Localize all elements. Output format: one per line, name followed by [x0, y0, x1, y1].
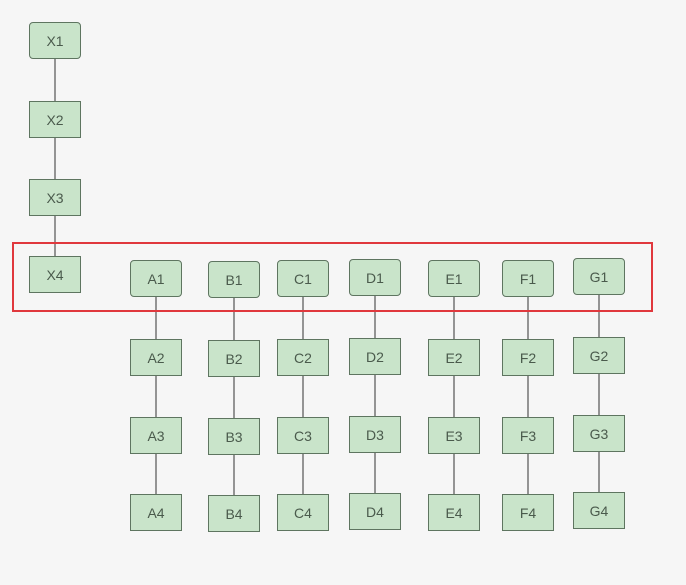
- node-g2: G2: [573, 337, 625, 374]
- node-e3: E3: [428, 417, 480, 454]
- node-b3: B3: [208, 418, 260, 455]
- node-d1: D1: [349, 259, 401, 296]
- node-e1: E1: [428, 260, 480, 297]
- node-a3: A3: [130, 417, 182, 454]
- node-b2: B2: [208, 340, 260, 377]
- node-a2: A2: [130, 339, 182, 376]
- node-f2: F2: [502, 339, 554, 376]
- node-d4: D4: [349, 493, 401, 530]
- node-b1: B1: [208, 261, 260, 298]
- node-c1: C1: [277, 260, 329, 297]
- node-g1: G1: [573, 258, 625, 295]
- node-x1: X1: [29, 22, 81, 59]
- node-g4: G4: [573, 492, 625, 529]
- node-f4: F4: [502, 494, 554, 531]
- node-a1: A1: [130, 260, 182, 297]
- node-g3: G3: [573, 415, 625, 452]
- node-b4: B4: [208, 495, 260, 532]
- node-x4: X4: [29, 256, 81, 293]
- node-d3: D3: [349, 416, 401, 453]
- node-c4: C4: [277, 494, 329, 531]
- node-f1: F1: [502, 260, 554, 297]
- node-x2: X2: [29, 101, 81, 138]
- node-f3: F3: [502, 417, 554, 454]
- node-e2: E2: [428, 339, 480, 376]
- node-a4: A4: [130, 494, 182, 531]
- node-c3: C3: [277, 417, 329, 454]
- node-d2: D2: [349, 338, 401, 375]
- node-x3: X3: [29, 179, 81, 216]
- highlight-box: [12, 242, 653, 312]
- node-c2: C2: [277, 339, 329, 376]
- node-e4: E4: [428, 494, 480, 531]
